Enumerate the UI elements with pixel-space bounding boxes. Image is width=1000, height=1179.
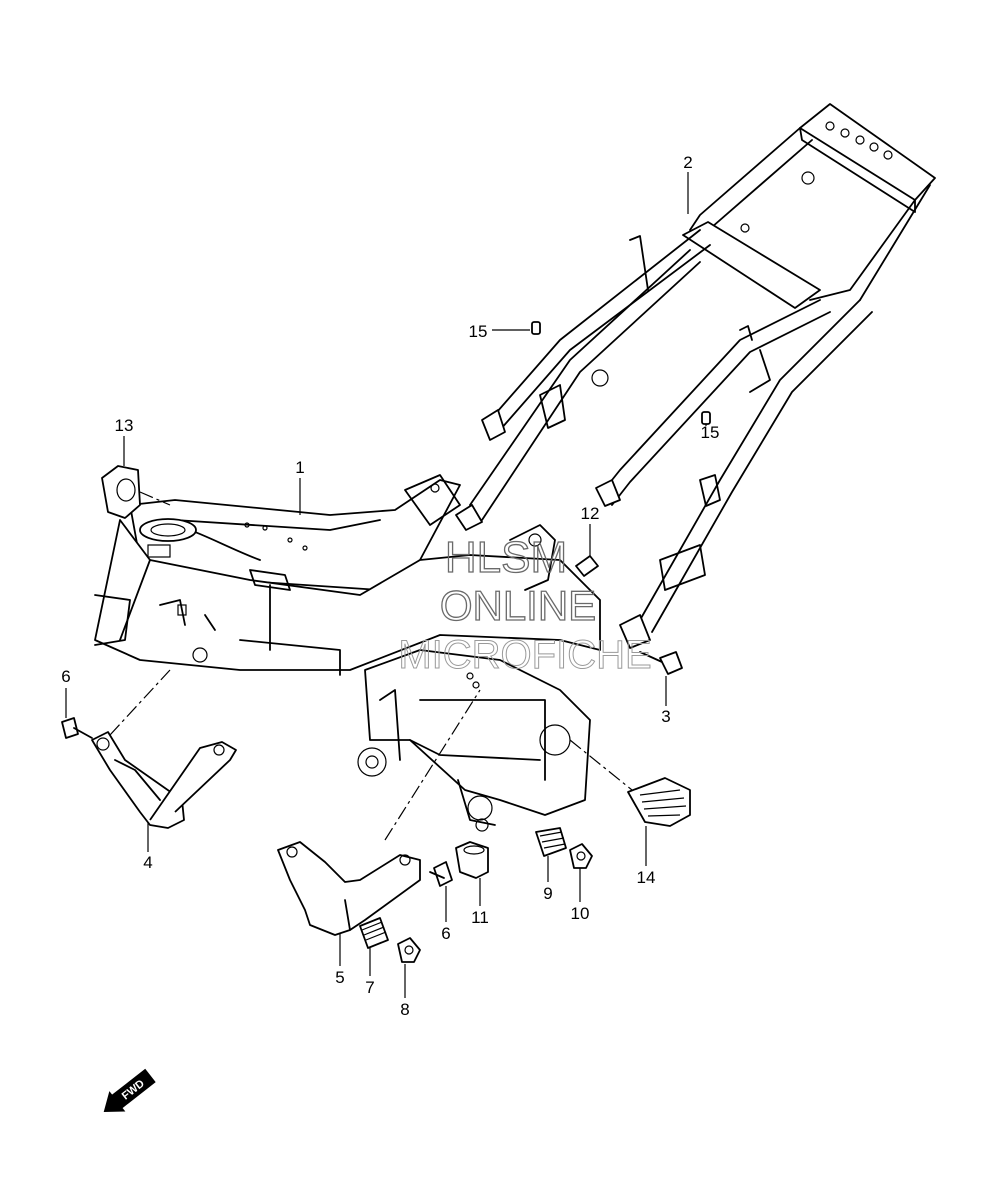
- callout-15a: 15: [469, 322, 488, 341]
- callout-3: 3: [661, 707, 670, 726]
- callout-labels: 1 2 3 4 5 6 6 7 8 9 10 11 12 13 14 15 15: [61, 153, 719, 1019]
- callout-8: 8: [400, 1000, 409, 1019]
- leader-lines: [65, 172, 707, 998]
- callout-1: 1: [295, 458, 304, 477]
- small-parts-drawing: [61, 321, 711, 963]
- callout-2: 2: [683, 153, 692, 172]
- callout-7: 7: [365, 978, 374, 997]
- callout-11: 11: [471, 908, 489, 927]
- watermark: HLSM ONLINE MICROFICHE: [398, 532, 652, 677]
- fwd-badge: FWD: [103, 1068, 156, 1112]
- left-footrest-bracket-drawing: [91, 669, 237, 829]
- callout-14: 14: [637, 868, 656, 887]
- callout-6a: 6: [61, 667, 70, 686]
- callout-5: 5: [335, 968, 344, 987]
- watermark-line-1: HLSM: [445, 533, 567, 582]
- callout-15b: 15: [701, 423, 720, 442]
- callout-10: 10: [571, 904, 590, 923]
- rear-subframe-drawing: [455, 103, 936, 649]
- callout-12: 12: [581, 504, 600, 523]
- callout-4: 4: [143, 853, 152, 872]
- callout-6b: 6: [441, 924, 450, 943]
- arrow-left-down-icon: [103, 1068, 156, 1112]
- watermark-line-3: MICROFICHE: [398, 633, 651, 677]
- callout-9: 9: [543, 884, 552, 903]
- watermark-line-2: ONLINE: [440, 582, 596, 629]
- head-cap-drawing: [101, 465, 171, 519]
- callout-13: 13: [115, 416, 134, 435]
- main-frame-drawing: [94, 474, 601, 832]
- right-footrest-bracket-drawing: [277, 689, 481, 936]
